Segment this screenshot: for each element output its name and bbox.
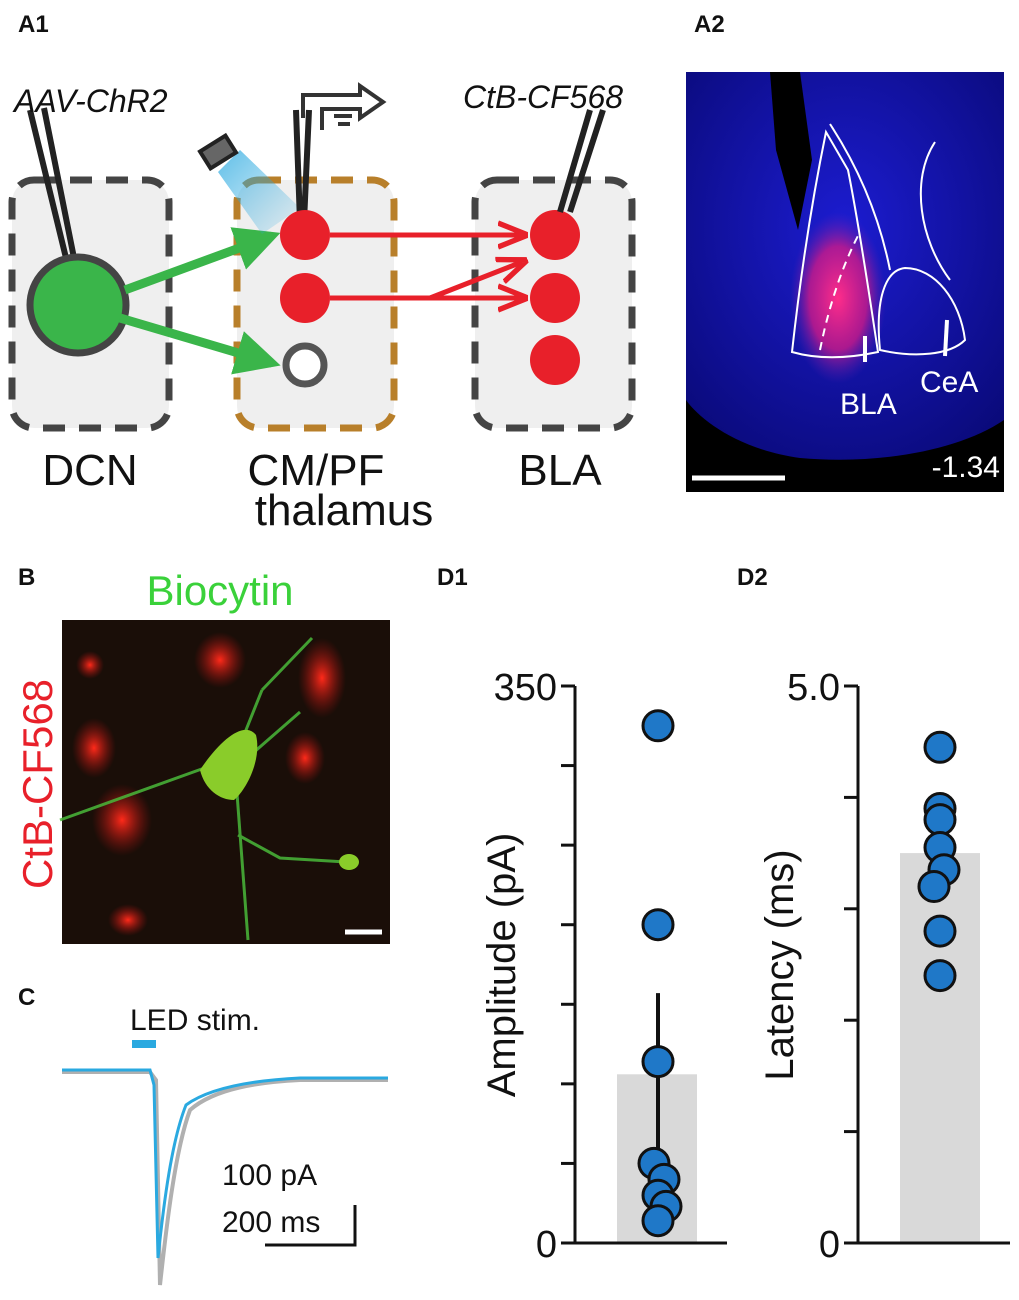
injection-label: AAV-ChR2 xyxy=(12,83,168,119)
d1-marks: 0 350 xyxy=(494,667,727,1266)
panel-c-label: C xyxy=(18,984,35,1011)
outline-dashed xyxy=(819,231,861,351)
thalamus-neuron xyxy=(280,273,330,323)
d2-data-point xyxy=(923,959,957,993)
thalamus-neuron-unlabeled xyxy=(282,342,328,388)
trace-average xyxy=(62,1068,388,1259)
scale-bar xyxy=(265,1205,357,1247)
biocytin-neuron xyxy=(59,636,359,941)
panel-b-label: B xyxy=(18,564,35,591)
dcn-projection-arrow xyxy=(123,227,281,295)
scale-current-label: 100 pA xyxy=(222,1159,317,1192)
led-stim-label: LED stim. xyxy=(130,1004,260,1037)
d2-y-axis-label: Latency (ms) xyxy=(758,849,802,1080)
d2-mean-bar xyxy=(900,853,980,1243)
chart-d1: D1 Amplitude (pA) 0 350 xyxy=(437,564,727,1266)
cea-outline xyxy=(877,266,967,356)
bla-region-label: BLA xyxy=(518,446,602,495)
thalamus-label: thalamus xyxy=(255,486,434,535)
cea-micro-label: CeA xyxy=(920,366,978,399)
recording-amplifier-icon xyxy=(301,82,387,130)
tracer-label: CtB-CF568 xyxy=(463,79,623,115)
bla-neuron xyxy=(530,273,580,323)
d1-y-axis-label: Amplitude (pA) xyxy=(480,833,524,1098)
d2-y-tick-label: 5.0 xyxy=(787,667,840,709)
panel-a2-label: A2 xyxy=(694,11,725,38)
panel-c: C LED stim. 100 pA 200 ms xyxy=(18,984,388,1286)
d2-data-point xyxy=(923,730,957,764)
panel-b: B Biocytin CtB-CF568 xyxy=(14,564,390,944)
trace-raw xyxy=(62,1070,388,1286)
panel-a1-label: A1 xyxy=(18,11,49,38)
dcn-projection-arrow xyxy=(118,313,281,375)
red-cells xyxy=(72,632,346,936)
injection-pipette-icon xyxy=(27,107,77,259)
d1-y-tick-label: 0 xyxy=(536,1224,557,1266)
panel-d2-label: D2 xyxy=(737,564,768,591)
dcn-label: DCN xyxy=(42,446,137,495)
d2-data-point xyxy=(923,803,957,837)
d1-y-tick-label: 350 xyxy=(494,667,557,709)
d2-data-point xyxy=(917,870,951,904)
d2-data-point xyxy=(923,914,957,948)
cea-marker xyxy=(943,319,949,357)
d1-data-point xyxy=(641,1045,675,1079)
panel-d1-label: D1 xyxy=(437,564,468,591)
bla-outline xyxy=(790,129,880,359)
d1-data-point xyxy=(641,709,675,743)
outline-line xyxy=(829,123,891,271)
recording-pipette-icon xyxy=(293,109,312,223)
panel-a1: A1 AAV-ChR2 C xyxy=(8,11,636,535)
biocytin-label: Biocytin xyxy=(146,567,293,614)
dcn-neuron xyxy=(26,253,130,357)
d1-data-point xyxy=(641,908,675,942)
chart-d2: D2 Latency (ms) 05.0 xyxy=(737,564,1010,1266)
d2-marks: 05.0 xyxy=(787,667,1010,1266)
tracer-pipette-icon xyxy=(557,109,606,213)
scale-time-label: 200 ms xyxy=(222,1206,320,1239)
bregma-label: -1.34 xyxy=(932,451,1000,484)
d2-y-tick-label: 0 xyxy=(819,1224,840,1266)
bla-micro-label: BLA xyxy=(840,388,897,421)
d1-data-point xyxy=(641,1204,675,1238)
outline-line xyxy=(919,141,951,281)
ventricle xyxy=(770,72,812,230)
bla-neuron xyxy=(530,210,580,260)
panel-a2: A2 BLA CeA -1.34 xyxy=(686,11,1004,492)
cm-pf-label: CM/PF xyxy=(248,446,385,495)
ctb-label: CtB-CF568 xyxy=(14,679,61,889)
thalamus-projection-arrow xyxy=(429,262,522,301)
led-stim-bar xyxy=(132,1040,156,1048)
injection-site xyxy=(790,212,886,384)
thalamus-neuron xyxy=(280,210,330,260)
led-icon xyxy=(197,132,300,234)
bla-neuron xyxy=(530,335,580,385)
